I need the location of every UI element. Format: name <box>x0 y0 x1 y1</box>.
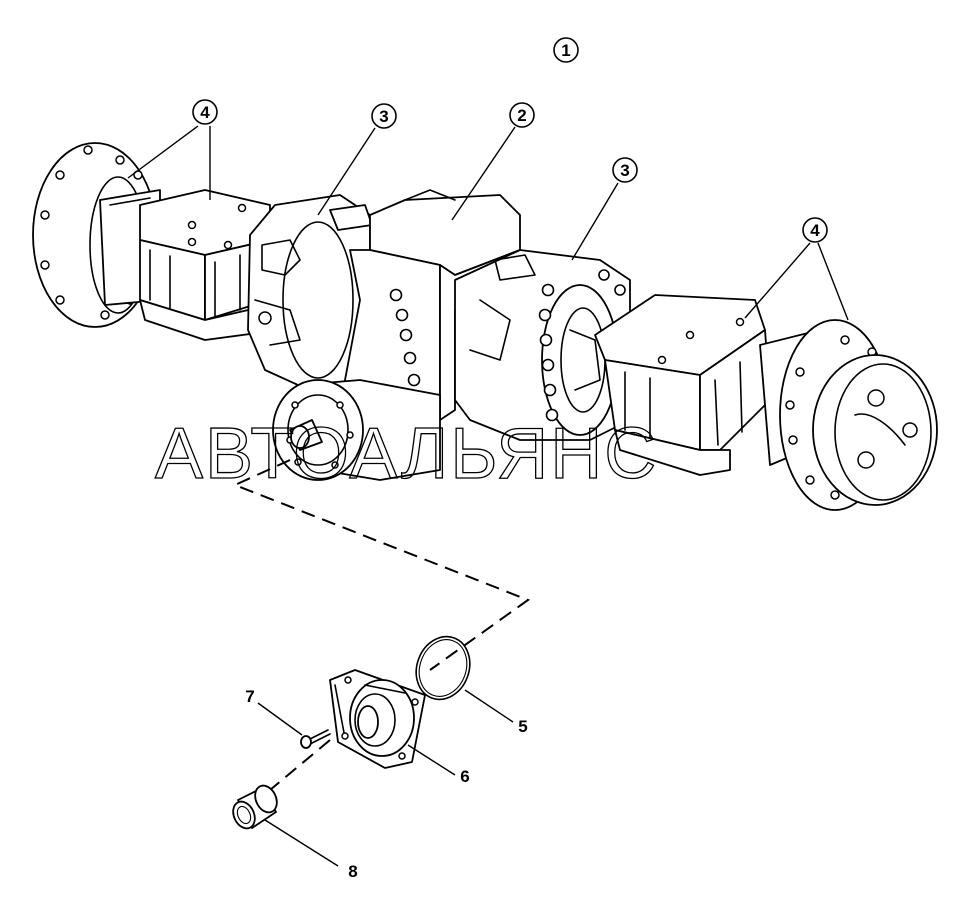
right-wheel-flange <box>779 319 938 511</box>
callout-3-right-label: 3 <box>620 161 629 180</box>
left-brake-housing <box>247 194 373 396</box>
leader-lines <box>127 125 849 867</box>
callout-8-label: 8 <box>348 862 357 881</box>
callout-3-left-label: 3 <box>379 107 388 126</box>
callout-4-right: 4 <box>802 217 828 243</box>
callout-3-right: 3 <box>612 157 638 183</box>
callout-6-label: 6 <box>460 767 469 786</box>
callout-1: 1 <box>553 37 579 63</box>
bearing-cover <box>329 669 426 769</box>
needle-bushing <box>232 784 278 830</box>
callout-4-left: 4 <box>192 99 218 125</box>
left-spring-seat <box>139 189 271 341</box>
callout-3-left: 3 <box>371 103 397 129</box>
right-spring-seat <box>594 294 771 476</box>
o-ring <box>415 635 471 701</box>
callout-2-label: 2 <box>517 106 526 125</box>
pinion-housing <box>272 379 441 481</box>
callout-4-left-label: 4 <box>200 103 210 122</box>
cover-bolt <box>300 729 331 749</box>
callout-7-label: 7 <box>245 687 254 706</box>
callout-1-label: 1 <box>561 41 570 60</box>
callout-5-label: 5 <box>518 717 527 736</box>
assembly-axis-line <box>232 459 531 671</box>
callout-2: 2 <box>509 102 535 128</box>
callout-4-right-label: 4 <box>810 221 820 240</box>
watermark-text: АВТОАЛЬЯНС <box>155 414 658 494</box>
right-brake-housing <box>454 249 631 441</box>
